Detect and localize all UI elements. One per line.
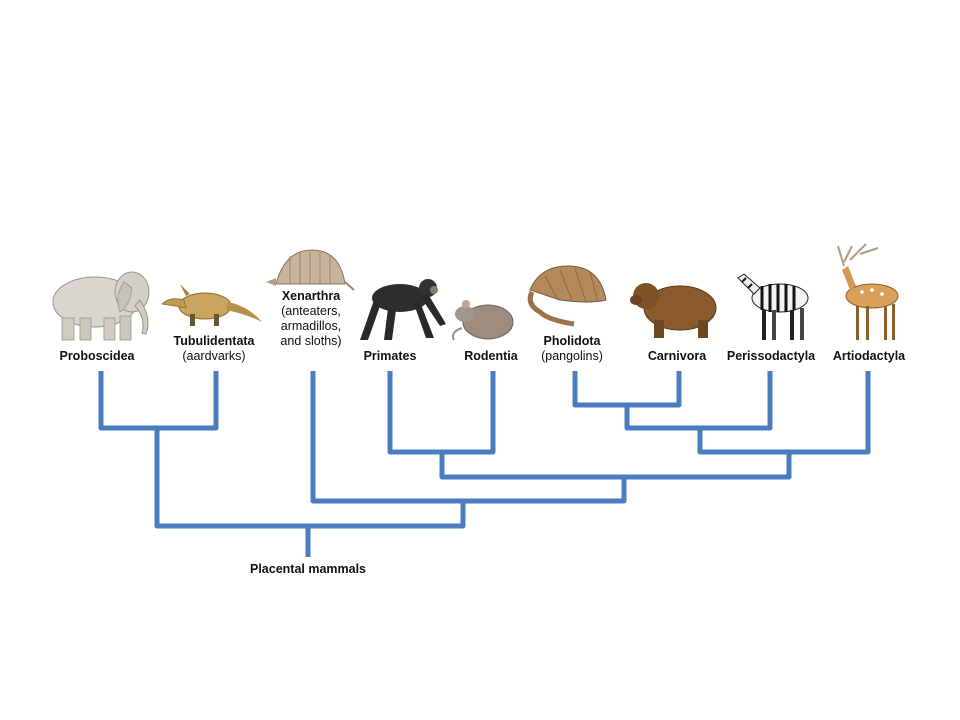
taxon-label-pholidota: Pholidota (pangolins)	[541, 334, 603, 364]
taxon-label-carnivora: Carnivora	[648, 349, 706, 364]
armadillo-icon	[266, 249, 355, 291]
taxon-common-name: (pangolins)	[541, 349, 603, 363]
taxon-common-name: (aardvarks)	[182, 349, 246, 363]
taxon-name: Primates	[363, 349, 417, 363]
taxon-label-xenarthra: Xenarthra (anteaters, armadillos, and sl…	[280, 289, 341, 349]
chimpanzee-icon	[360, 279, 446, 340]
bear-icon	[630, 283, 717, 338]
taxon-label-proboscidea: Proboscidea	[59, 349, 134, 364]
taxon-name: Rodentia	[464, 349, 518, 363]
taxon-label-rodentia: Rodentia	[464, 349, 517, 364]
taxon-label-artiodactyla: Artiodactyla	[833, 349, 905, 364]
branch-pholidota-carnivora	[572, 371, 682, 408]
branch-euarchontoglires-laurasiatheria	[439, 452, 792, 480]
taxon-name: Xenarthra	[281, 289, 341, 303]
taxon-name: Artiodactyla	[832, 349, 906, 363]
branch-to-perissodactyla	[624, 371, 773, 431]
aardvark-icon	[161, 284, 262, 326]
root-label: Placental mammals	[249, 562, 367, 576]
taxon-label-primates: Primates	[364, 349, 417, 364]
branch-afrotheria-rest	[154, 428, 466, 529]
rodent-icon	[452, 300, 514, 341]
taxon-name: Carnivora	[647, 349, 707, 363]
taxon-name: Tubulidentata	[173, 334, 255, 348]
taxon-common-name: (anteaters, armadillos, and sloths)	[280, 304, 342, 348]
taxon-name: Perissodactyla	[726, 349, 816, 363]
taxon-label-perissodactyla: Perissodactyla	[727, 349, 815, 364]
pangolin-icon	[527, 265, 607, 327]
taxon-name: Proboscidea	[59, 349, 135, 363]
branch-xenarthra-boreoeutheria	[310, 371, 627, 504]
taxon-label-tubulidentata: Tubulidentata (aardvarks)	[173, 334, 254, 364]
branch-to-artiodactyla	[697, 371, 871, 455]
branch-proboscidea-tubulidentata	[98, 371, 219, 431]
zebra-icon	[737, 273, 809, 340]
deer-icon	[837, 243, 899, 340]
tree-branches	[98, 371, 871, 557]
elephant-icon	[52, 271, 150, 341]
branch-primates-rodentia	[387, 371, 496, 455]
taxon-name: Pholidota	[543, 334, 601, 348]
